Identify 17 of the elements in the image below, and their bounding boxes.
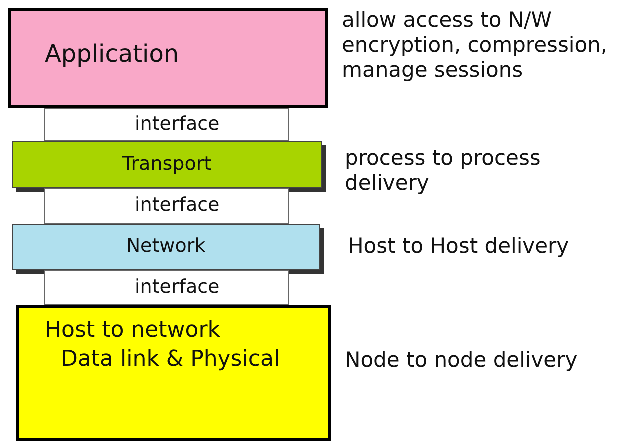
description-text: process to process delivery: [345, 146, 542, 196]
layer-label: Network: [126, 236, 206, 258]
layer-label: Data link & Physical: [61, 347, 280, 373]
interface-band: [44, 188, 289, 224]
layer-label: interface: [135, 276, 220, 298]
description-text: Host to Host delivery: [348, 234, 570, 260]
description-text: allow access to N/W encryption, compression, manage sessions: [342, 8, 609, 84]
layer-box: [8, 8, 328, 108]
layer-box: [16, 305, 331, 441]
layer-label: Host to network: [45, 318, 221, 344]
layer-label: Transport: [122, 154, 212, 176]
description-text: Node to node delivery: [345, 348, 579, 374]
layer-label: Application: [45, 41, 180, 69]
layer-label: interface: [135, 114, 220, 136]
interface-band: [44, 270, 289, 305]
layer-label: interface: [135, 195, 220, 217]
interface-band: [44, 108, 289, 141]
